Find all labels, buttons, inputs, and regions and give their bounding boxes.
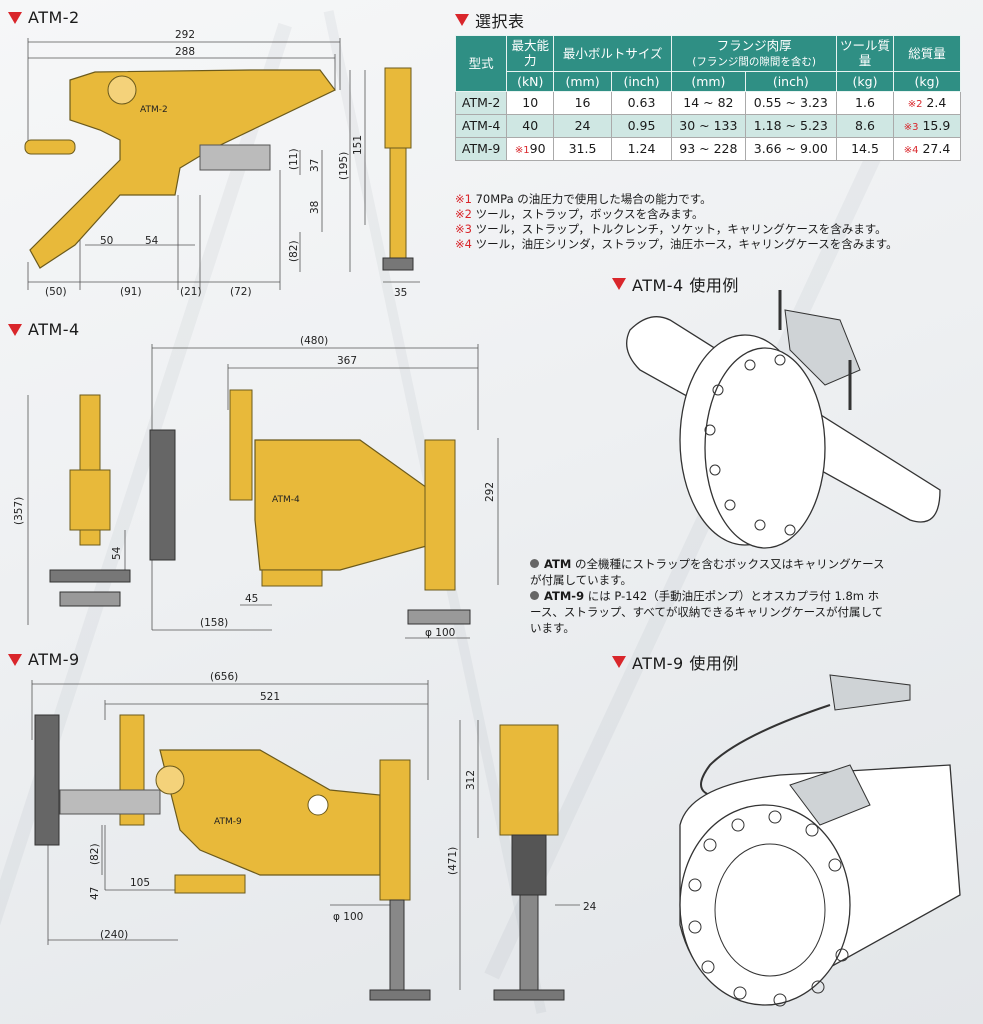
dim-atm9-656: (656) bbox=[210, 671, 238, 683]
triangle-marker-icon bbox=[8, 653, 22, 666]
dim-atm4-480: (480) bbox=[300, 335, 328, 347]
header-atm4-use: ATM-4 使用例 bbox=[612, 272, 739, 296]
dim-atm4-357: (357) bbox=[13, 497, 25, 525]
dim-atm9-47: 47 bbox=[89, 887, 101, 900]
dim-atm2-288: 288 bbox=[175, 46, 195, 58]
dim-atm2-50a: 50 bbox=[100, 235, 113, 247]
dim-atm2-292: 292 bbox=[175, 29, 195, 41]
dim-atm4-367: 367 bbox=[337, 355, 357, 367]
atm4-body-label: ATM-4 bbox=[272, 495, 300, 505]
atm9-drawing: ATM-9 (656) 521 105 (240) φ 100 24 (82) … bbox=[31, 671, 597, 1001]
dim-atm2-91: (91) bbox=[120, 286, 142, 298]
atm2-drawing: ATM-2 292 288 (50) (91) (21) (72) 50 54 … bbox=[24, 29, 420, 299]
bullet-dot-icon bbox=[530, 591, 539, 600]
dim-atm9-24: 24 bbox=[583, 901, 597, 913]
dim-atm9-105: 105 bbox=[130, 877, 150, 889]
dim-atm2-50b: (50) bbox=[45, 286, 67, 298]
th-min-bolt: 最小ボルトサイズ bbox=[553, 35, 673, 72]
triangle-marker-icon bbox=[612, 656, 626, 668]
table-notes: ※1 70MPa の油圧力で使用した場合の能力です。 ※2 ツール，ストラップ，… bbox=[455, 192, 898, 251]
dim-atm2-38: 38 bbox=[309, 201, 321, 214]
bullet-dot-icon bbox=[530, 559, 539, 568]
dim-atm2-195: (195) bbox=[338, 152, 350, 180]
selection-table: 型式 最大能力 最小ボルトサイズ フランジ肉厚(フランジ間の隙間を含む) ツール… bbox=[454, 35, 961, 161]
th-tool-mass: ツール質量 bbox=[836, 35, 894, 72]
dim-atm9-240: (240) bbox=[100, 929, 128, 941]
dim-atm2-72: (72) bbox=[230, 286, 252, 298]
dim-atm9-471: (471) bbox=[447, 847, 459, 875]
dim-atm4-54: 54 bbox=[111, 546, 123, 560]
atm4-drawing: ATM-4 (480) 367 45 (158) φ 100 (357) 292… bbox=[13, 335, 499, 639]
dim-atm4-292: 292 bbox=[484, 482, 496, 502]
th-flange: フランジ肉厚(フランジ間の隙間を含む) bbox=[671, 35, 837, 72]
accessory-bullets: ATM の全機種にストラップを含むボックス又はキャリングケースが付属しています。… bbox=[530, 557, 885, 635]
atm9-use-illustration bbox=[679, 674, 961, 1007]
triangle-marker-icon bbox=[455, 14, 469, 26]
triangle-marker-icon bbox=[612, 278, 626, 290]
th-total-mass: 総質量 bbox=[893, 35, 961, 72]
dim-atm2-37: 37 bbox=[309, 159, 321, 172]
header-atm9-use: ATM-9 使用例 bbox=[612, 650, 739, 674]
header-atm2: ATM-2 bbox=[8, 8, 80, 27]
dim-atm2-11: (11) bbox=[288, 148, 300, 170]
dim-atm9-312: 312 bbox=[465, 770, 477, 790]
triangle-marker-icon bbox=[8, 11, 22, 24]
dim-atm4-45: 45 bbox=[245, 593, 258, 605]
triangle-marker-icon bbox=[8, 323, 22, 336]
dim-atm9-phi100: φ 100 bbox=[333, 911, 363, 923]
dim-atm2-82: (82) bbox=[288, 240, 300, 262]
header-atm4: ATM-4 bbox=[8, 320, 80, 339]
header-selection: 選択表 bbox=[455, 8, 525, 32]
dim-atm2-151: 151 bbox=[352, 135, 364, 155]
dim-atm9-521: 521 bbox=[260, 691, 280, 703]
header-atm9: ATM-9 bbox=[8, 650, 80, 669]
atm4-use-illustration bbox=[626, 290, 941, 549]
th-max-cap: 最大能力 bbox=[506, 35, 555, 72]
th-model: 型式 bbox=[454, 35, 508, 92]
atm2-body-label: ATM-2 bbox=[140, 105, 168, 115]
dim-atm4-phi100: φ 100 bbox=[425, 627, 455, 639]
dim-atm2-54: 54 bbox=[145, 235, 159, 247]
atm9-body-label: ATM-9 bbox=[214, 817, 242, 827]
dim-atm4-158: (158) bbox=[200, 617, 228, 629]
dim-atm2-21: (21) bbox=[180, 286, 202, 298]
dim-atm2-35: 35 bbox=[394, 287, 407, 299]
dim-atm9-82: (82) bbox=[89, 843, 101, 865]
